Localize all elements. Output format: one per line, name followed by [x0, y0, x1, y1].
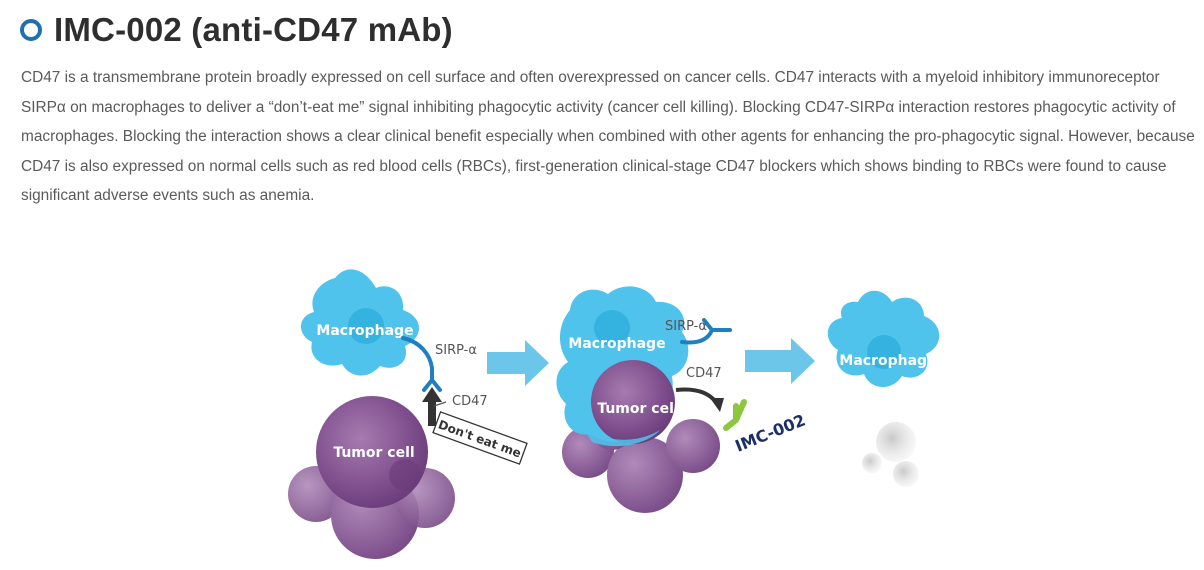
tumor-cell-small-2	[607, 437, 683, 513]
tumor-cell-label: Tumor cell	[333, 445, 414, 461]
imc-002-label: IMC-002	[732, 410, 808, 455]
sirp-alpha-receptor	[401, 336, 442, 392]
tumor-cell-small-3	[666, 419, 720, 473]
tumor-cell-main	[591, 360, 675, 444]
mechanism-diagram: Tumor cell Macrophage SIRP-α CD47 Don't …	[0, 230, 1204, 565]
digested-remnant-1	[876, 422, 916, 462]
description-paragraph: CD47 is a transmembrane protein broadly …	[21, 69, 1195, 205]
cd47-arrowhead	[710, 398, 724, 412]
cd47-arrow	[675, 387, 718, 404]
panel-2-blocked-signal: Macrophage Tumor cell SIRP-α CD47 IMC-00…	[556, 286, 808, 513]
digested-remnant-2	[862, 453, 882, 473]
circle-bullet-icon	[20, 19, 42, 41]
macrophage-label: Macrophage	[839, 353, 936, 369]
sirp-alpha-label: SIRP-α	[435, 343, 477, 358]
macrophage-nucleus	[348, 308, 384, 344]
dont-eat-arrowhead	[422, 387, 442, 402]
page-title: IMC-002 (anti-CD47 mAb)	[54, 11, 453, 48]
step-arrow-2	[745, 338, 815, 384]
panel-3-phagocytosis: Macrophage	[827, 290, 940, 487]
dont-eat-me-tag: Don't eat me	[432, 411, 528, 465]
cd47-label: CD47	[686, 366, 722, 381]
macrophage-nucleus	[594, 310, 630, 346]
sirp-alpha-label: SIRP-α	[665, 319, 707, 334]
section-header: IMC-002 (anti-CD47 mAb)	[20, 8, 453, 52]
cd47-tick	[433, 401, 447, 407]
imc-002-antibody-icon	[723, 399, 747, 431]
sirp-alpha-receptor	[680, 318, 732, 345]
macrophage-label: Macrophage	[568, 336, 665, 352]
cd47-label: CD47	[452, 394, 488, 409]
digested-remnant-3	[893, 461, 919, 487]
macrophage-overlap	[575, 415, 660, 447]
panel-1-normal-signal: Tumor cell Macrophage SIRP-α CD47 Don't …	[288, 269, 528, 559]
macrophage-label: Macrophage	[316, 323, 413, 339]
tumor-cell-label: Tumor cell	[597, 401, 678, 417]
nucleus	[389, 459, 421, 491]
macrophage-nucleus	[867, 335, 901, 369]
step-arrow-1	[487, 340, 549, 386]
